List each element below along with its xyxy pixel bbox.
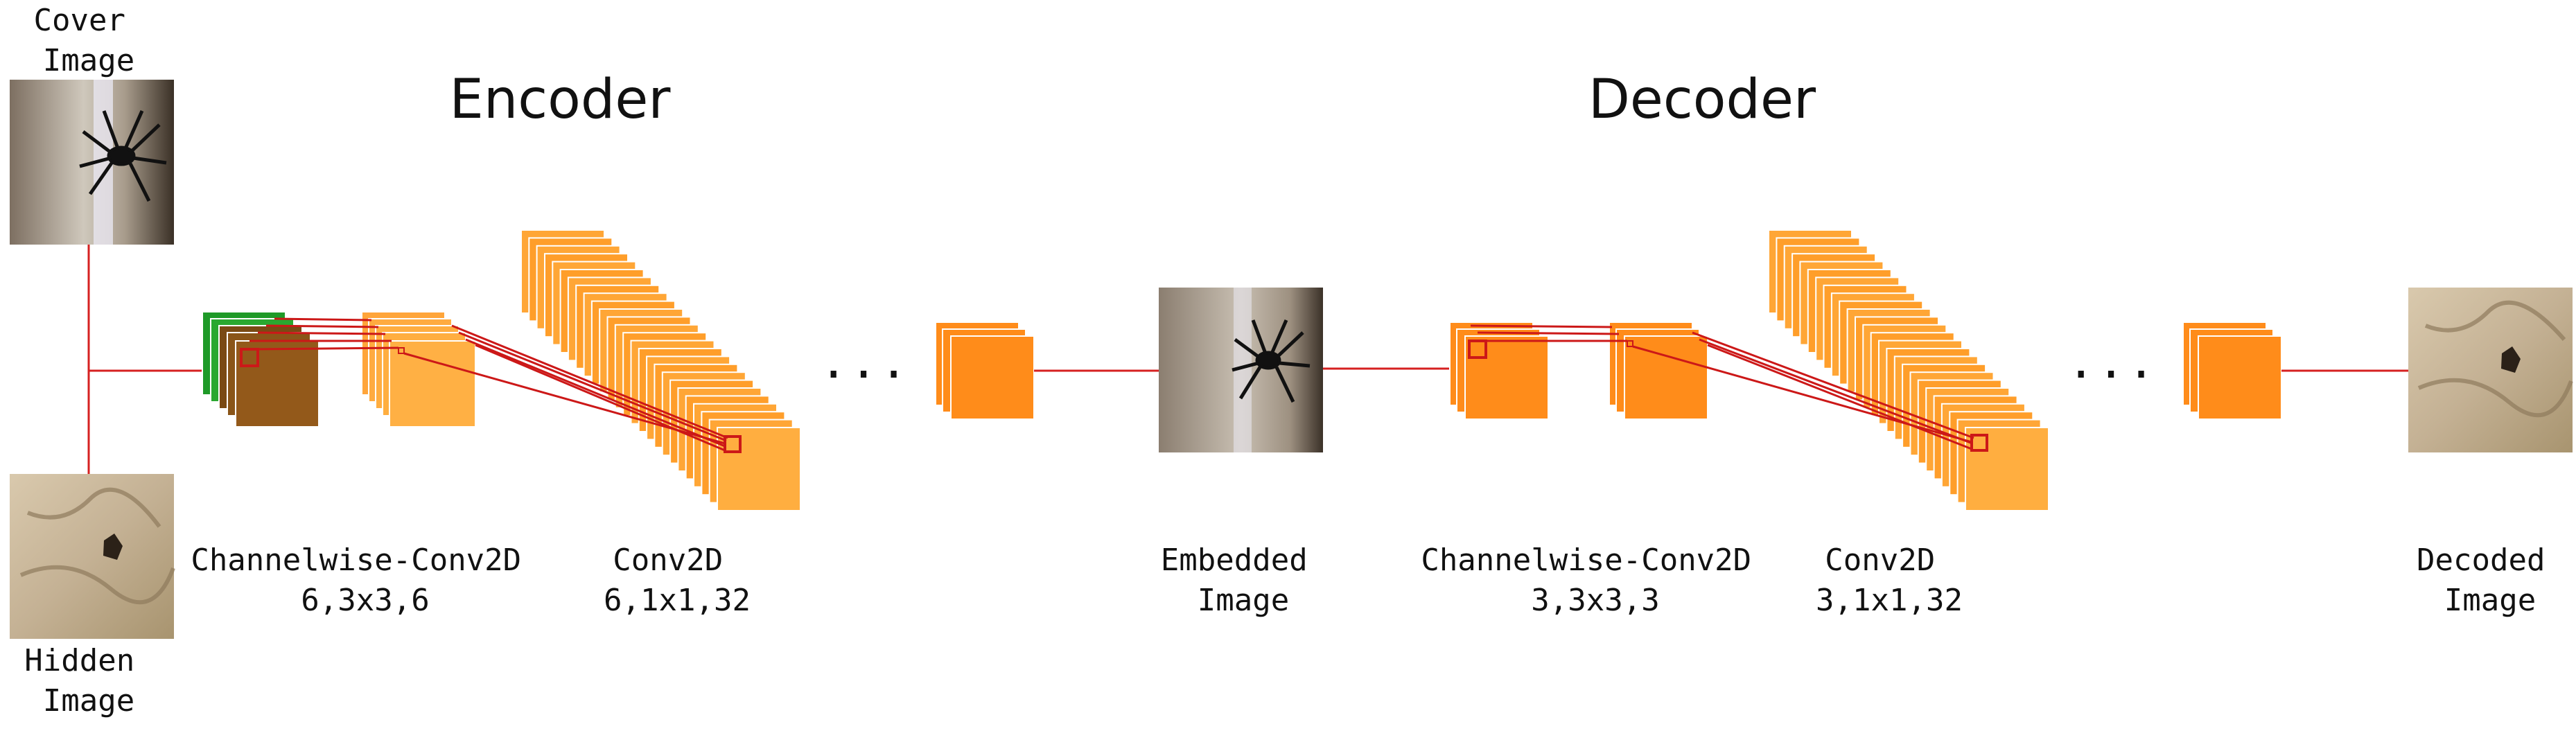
decoded-image-label: Decoded Image (2417, 543, 2564, 618)
feature-map (1965, 427, 2049, 511)
decoder-kernel-marker (1468, 340, 1487, 359)
encoder-ellipsis: ... (825, 326, 915, 391)
encoder-conv-marker (724, 435, 742, 453)
encoder-conv-lines (403, 324, 728, 452)
encoder-kernel-marker (240, 348, 259, 367)
decoder-conv2d-stack (1768, 229, 2049, 511)
spider-glyph (79, 109, 167, 202)
decoder-cw-lines (1470, 324, 1627, 342)
feature-map (717, 427, 801, 511)
encoder-channelwise-label: Channelwise-Conv2D 6,3x3,6 (191, 543, 539, 618)
encoder-channelwise-output (361, 311, 476, 428)
decoder-title: Decoder (1588, 69, 1816, 131)
decoder-final-stack (2182, 322, 2282, 420)
encoder-cw-output-marker (398, 347, 405, 354)
decoder-conv2d-label: Conv2D 3,1x1,32 (1816, 543, 1963, 618)
cover-image-label: Cover Image (34, 3, 144, 78)
decoder-channelwise-output (1609, 322, 1708, 420)
encoder-conv2d-label: Conv2D 6,1x1,32 (604, 543, 751, 618)
hidden-image (10, 474, 175, 639)
decoded-image (2408, 288, 2573, 452)
hidden-image-label: Hidden Image (24, 643, 152, 719)
encoder-final-stack (935, 322, 1035, 420)
embedded-image (1159, 288, 1323, 452)
decoder-cw-output-marker (1627, 340, 1633, 347)
encoder-input-stack (202, 311, 319, 428)
encoder-title: Encoder (450, 69, 672, 131)
decoder-ellipsis: ... (2072, 326, 2162, 391)
decoder-conv-lines (1632, 331, 1974, 450)
cover-image (10, 80, 174, 245)
input-connectors (87, 245, 208, 474)
decoder-input-stack (1449, 322, 1549, 420)
decoder-channelwise-label: Channelwise-Conv2D 3,3x3,3 (1421, 543, 1769, 618)
embedded-image-label: Embedded Image (1161, 543, 1326, 618)
encoder-cw-lines (249, 317, 399, 351)
